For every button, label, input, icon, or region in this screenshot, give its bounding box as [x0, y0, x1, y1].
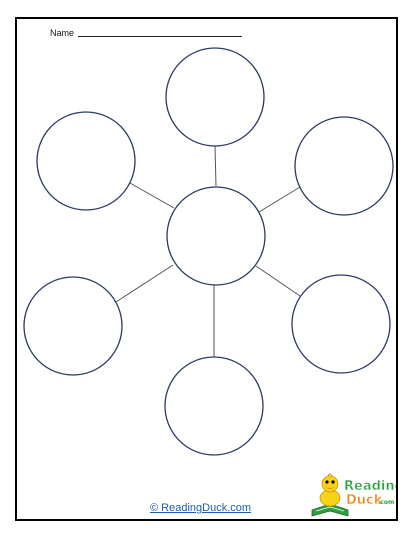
circle-upper-left[interactable]	[36, 111, 136, 211]
circle-lower-left[interactable]	[23, 276, 123, 376]
connector-upper-left	[129, 182, 175, 209]
circle-upper-right[interactable]	[294, 116, 394, 216]
circle-bottom[interactable]	[164, 356, 264, 456]
connector-lower-left	[115, 264, 174, 303]
circle-center[interactable]	[166, 186, 266, 286]
name-line[interactable]	[78, 36, 243, 37]
name-label: Name	[50, 28, 75, 38]
readingduck-logo: Reading Duck .com	[311, 473, 396, 517]
connector-lower-right	[255, 265, 301, 297]
logo-reading-text: Reading	[344, 479, 396, 494]
circle-lower-right[interactable]	[291, 274, 391, 374]
connector-top	[214, 145, 217, 187]
logo-duck-text: Duck	[346, 493, 383, 508]
logo-com-text: .com	[378, 499, 394, 506]
name-field: Name	[50, 24, 243, 38]
connector-upper-right	[258, 186, 301, 213]
circle-top[interactable]	[165, 47, 265, 147]
readingduck-link[interactable]: © ReadingDuck.com	[150, 502, 252, 514]
